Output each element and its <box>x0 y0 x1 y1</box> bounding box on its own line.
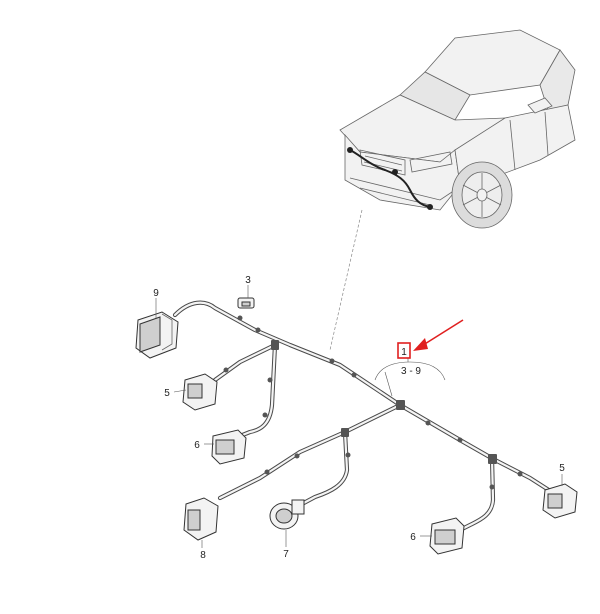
connector-6-left <box>211 429 247 465</box>
connector-5-right <box>542 483 578 519</box>
callout-3: 3 <box>245 275 251 286</box>
callout-9: 9 <box>153 288 159 299</box>
connector-5-left <box>182 373 218 411</box>
callout-1: 1 <box>401 347 407 358</box>
wiring-harness <box>172 300 558 533</box>
callout-5-right: 5 <box>559 463 565 474</box>
connector-7 <box>269 499 305 530</box>
callout-8: 8 <box>200 550 206 561</box>
callout-6-right: 6 <box>410 532 416 543</box>
callout-5-left: 5 <box>164 388 170 399</box>
car-illustration <box>339 29 576 229</box>
red-arrow-icon <box>413 319 464 351</box>
callout-7: 7 <box>283 549 289 560</box>
callout-leaders <box>155 285 563 548</box>
car-to-harness-leader <box>329 209 363 351</box>
connector-3 <box>237 297 255 309</box>
connector-9 <box>135 311 179 359</box>
connector-8 <box>183 497 219 541</box>
connector-6-right <box>429 517 465 555</box>
callout-6-left: 6 <box>194 440 200 451</box>
callout-range: 3 - 9 <box>401 366 421 377</box>
part-1-highlight-box <box>397 342 411 359</box>
